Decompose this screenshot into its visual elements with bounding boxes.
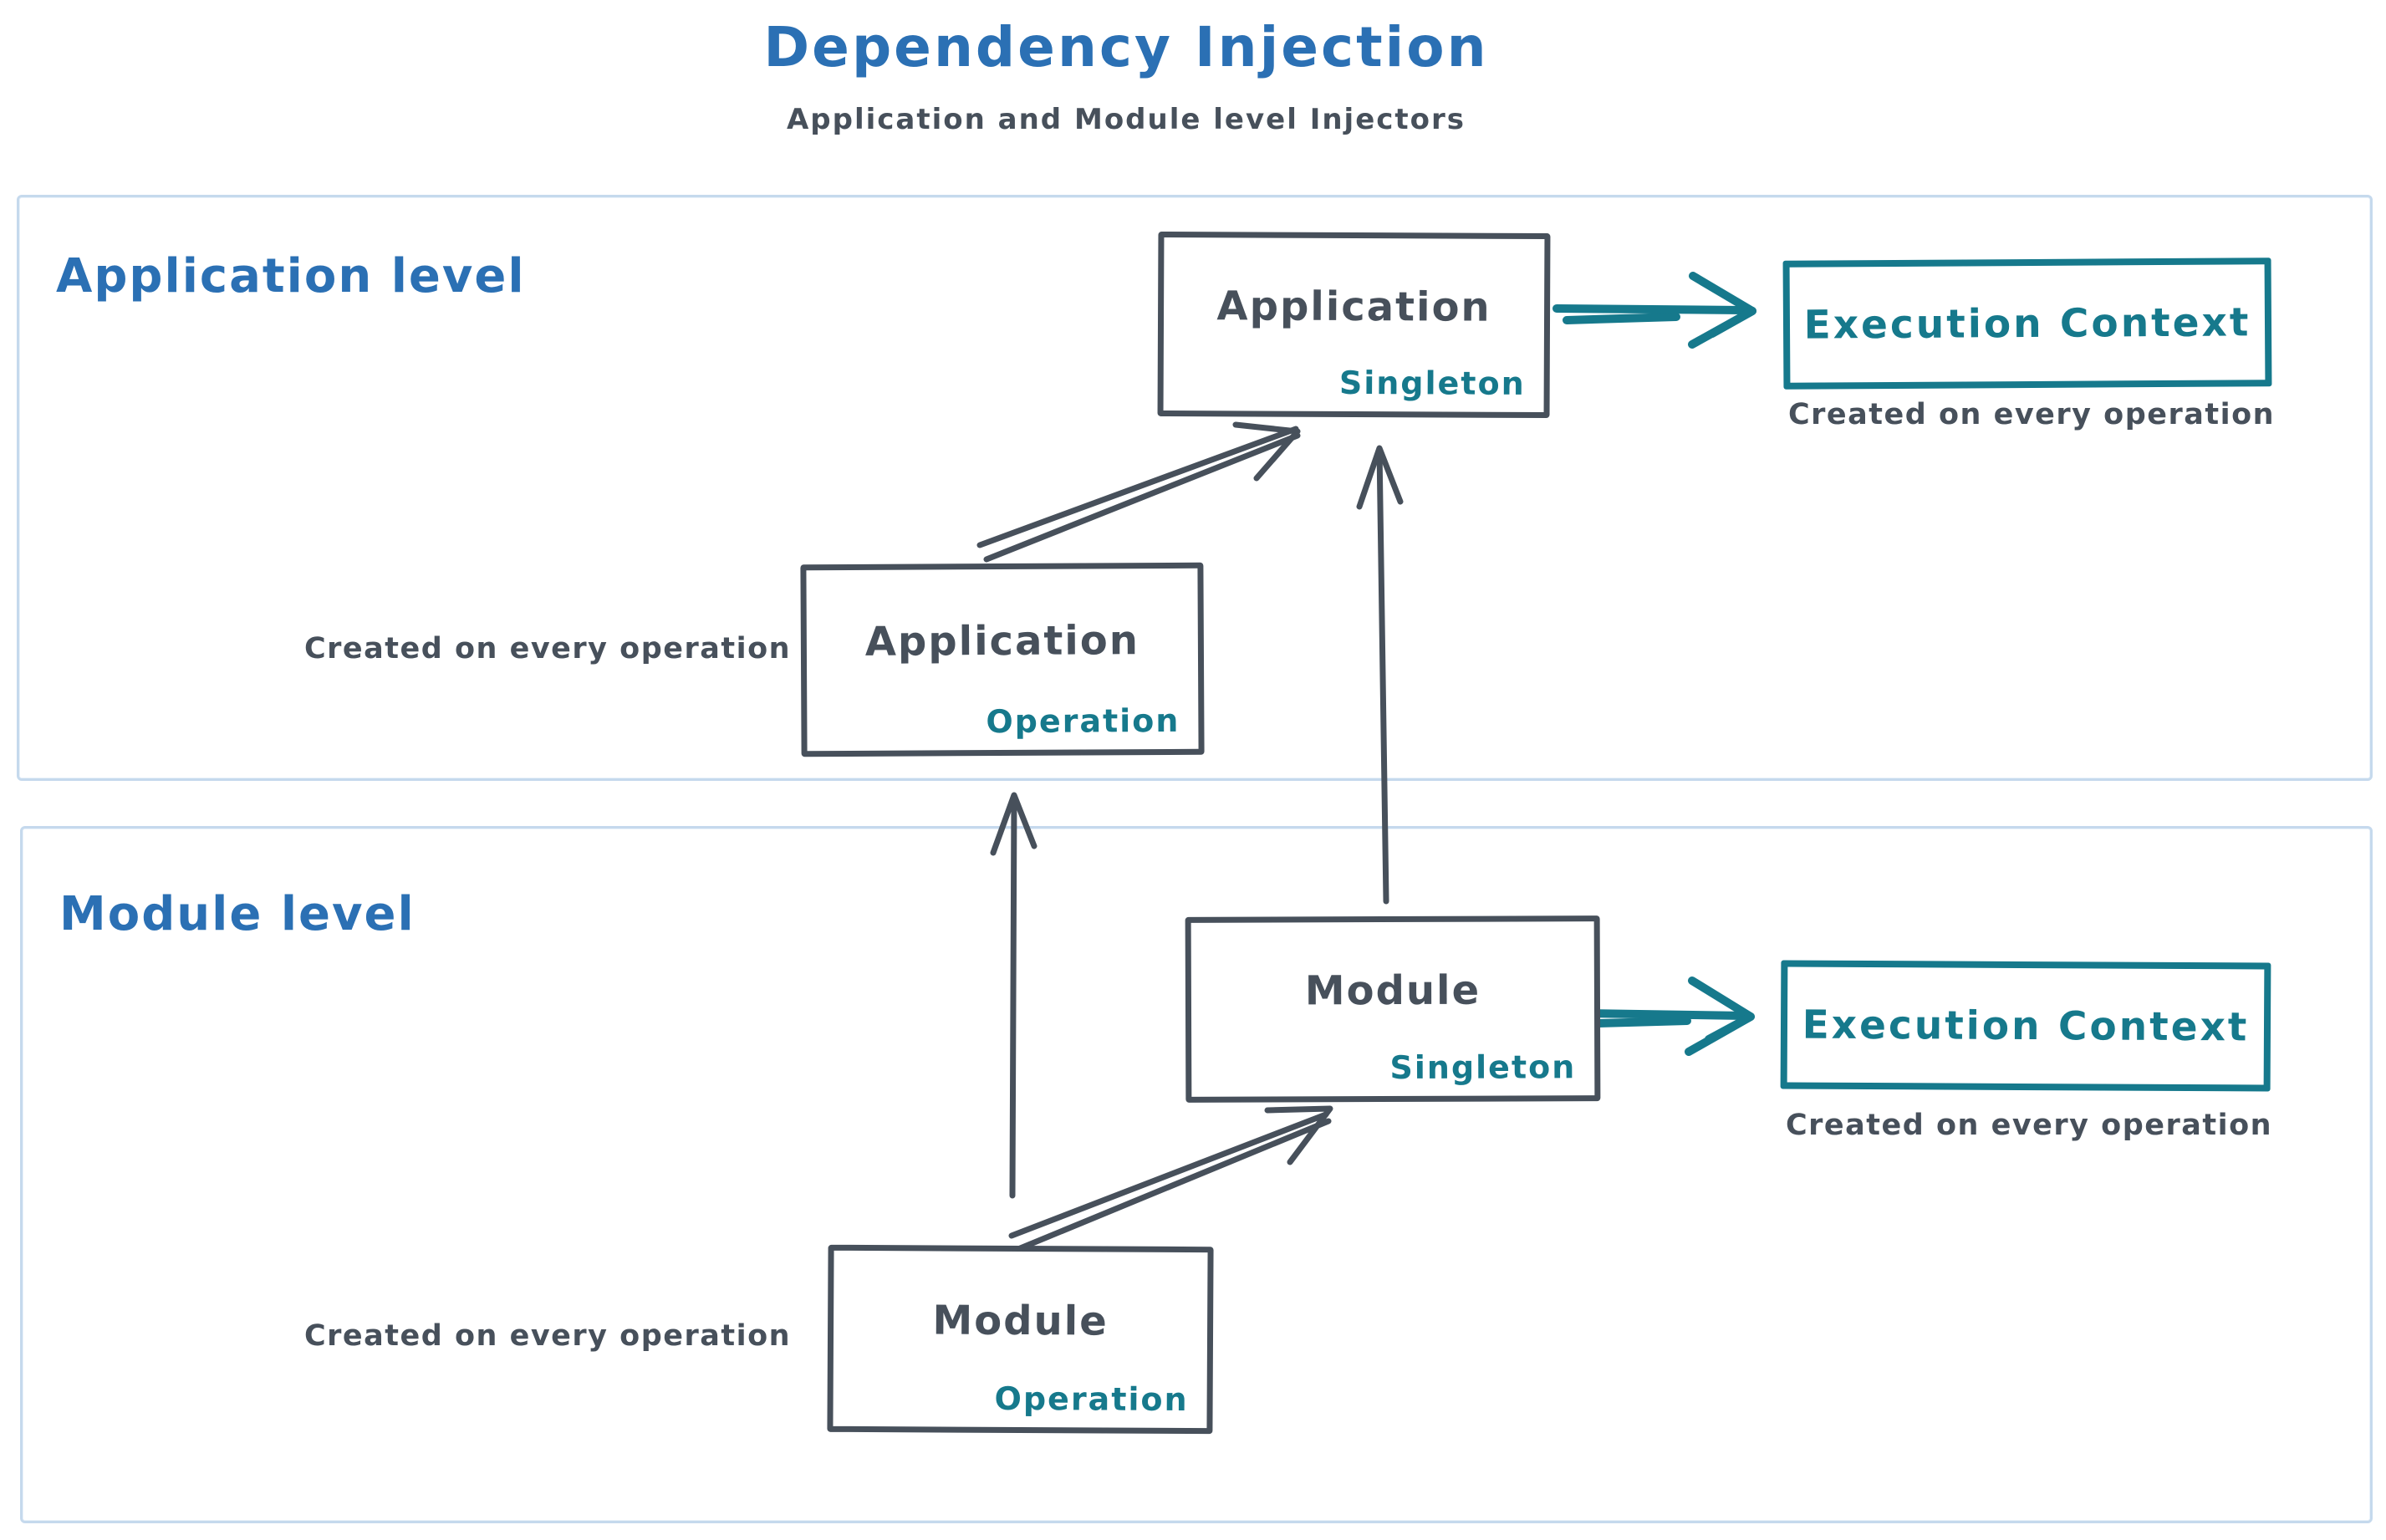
app-execution-context-label: Execution Context [1803, 298, 2251, 349]
app-operation-caption: Created on every operation [303, 632, 792, 665]
section-module-level: Module level [20, 826, 2373, 1523]
diagram-header: Dependency Injection Application and Mod… [650, 12, 1603, 137]
section-application-level: Application level [17, 195, 2373, 781]
application-level-label: Application level [56, 249, 526, 303]
app-singleton-injector-box: Application Singleton [1157, 231, 1551, 419]
app-operation-title: Application [864, 617, 1140, 665]
module-execution-context-caption: Created on every operation [1785, 1109, 2273, 1142]
module-execution-context-box: Execution Context [1780, 960, 2271, 1092]
diagram-title: Dependency Injection [763, 15, 1489, 79]
module-operation-title: Module [932, 1297, 1109, 1345]
module-level-label: Module level [59, 887, 416, 941]
app-singleton-title: Application [1216, 282, 1491, 331]
app-singleton-scope-badge: Singleton [1338, 364, 1526, 402]
module-singleton-scope-badge: Singleton [1389, 1048, 1577, 1087]
module-operation-scope-badge: Operation [994, 1379, 1189, 1419]
diagram-subtitle: Application and Module level Injectors [786, 103, 1466, 136]
module-execution-context-label: Execution Context [1802, 1002, 2250, 1050]
app-operation-injector-box: Application Operation [800, 562, 1205, 757]
module-operation-caption: Created on every operation [303, 1319, 792, 1353]
app-operation-scope-badge: Operation [986, 701, 1180, 741]
module-singleton-injector-box: Module Singleton [1185, 915, 1601, 1103]
app-execution-context-caption: Created on every operation [1787, 398, 2276, 431]
app-execution-context-box: Execution Context [1782, 258, 2272, 390]
module-singleton-title: Module [1304, 966, 1481, 1015]
module-operation-injector-box: Module Operation [827, 1244, 1214, 1435]
